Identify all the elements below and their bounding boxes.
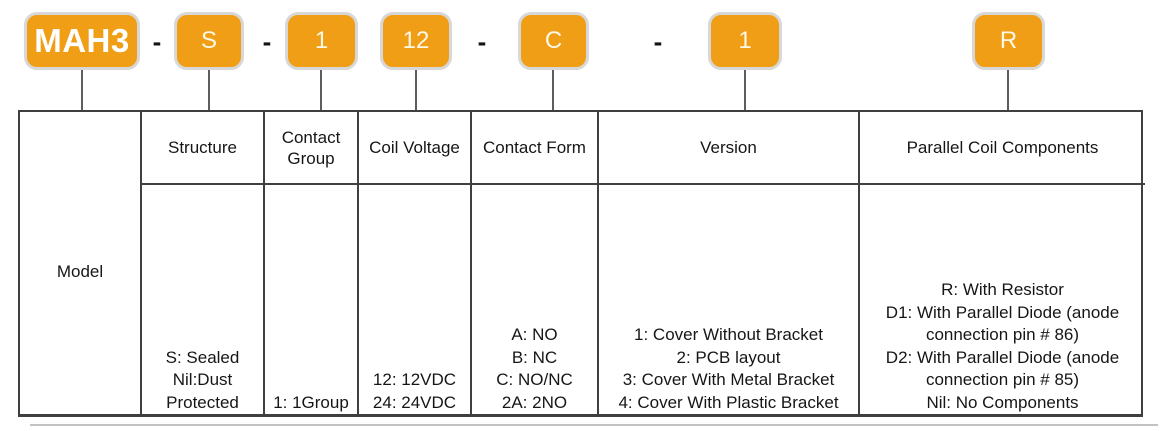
header-contact-form: Contact Form bbox=[470, 112, 597, 185]
part-code-badge-contact-form: C bbox=[518, 12, 589, 70]
header-coil-voltage: Coil Voltage bbox=[357, 112, 470, 185]
option-line: D2: With Parallel Diode (anode bbox=[885, 347, 1120, 367]
part-code-badge-model: MAH3 bbox=[24, 12, 140, 70]
header-version: Version bbox=[597, 112, 858, 185]
header-contact-group: Contact Group bbox=[263, 112, 357, 185]
part-code-badge-version: 1 bbox=[708, 12, 782, 70]
part-code-separator: - bbox=[262, 26, 272, 57]
option-line: 24: 24VDC bbox=[372, 392, 457, 412]
part-code-badge-contact-group: 1 bbox=[285, 12, 358, 70]
options-version: 1: Cover Without Bracket 2: PCB layout 3… bbox=[597, 185, 858, 414]
option-line: 1: 1Group bbox=[273, 392, 349, 412]
part-code-badge-parallel: R bbox=[972, 12, 1045, 70]
badge-label: 1 bbox=[314, 27, 329, 54]
options-parallel-coil-components: R: With Resistor D1: With Parallel Diode… bbox=[858, 185, 1145, 414]
option-line: B: NC bbox=[511, 347, 558, 367]
badge-label: MAH3 bbox=[34, 22, 130, 59]
options-contact-group: 1: 1Group bbox=[263, 185, 357, 414]
part-code-separator: - bbox=[152, 26, 162, 57]
connector-line-contact-form bbox=[552, 66, 554, 112]
option-line: S: Sealed bbox=[165, 347, 240, 367]
badge-label: 1 bbox=[738, 27, 752, 54]
option-line: R: With Resistor bbox=[941, 280, 1064, 299]
option-line: 1: Cover Without Bracket bbox=[634, 325, 823, 344]
option-line: 2A: 2NO bbox=[501, 392, 568, 412]
connector-line-version bbox=[744, 66, 746, 112]
part-code-badge-structure: S bbox=[174, 12, 244, 70]
bottom-rule bbox=[30, 424, 1158, 426]
part-code-badge-coil-voltage: 12 bbox=[380, 12, 452, 70]
option-line: Nil:Dust bbox=[172, 370, 233, 389]
model-label: Model bbox=[56, 261, 104, 281]
option-line: 3: Cover With Metal Bracket bbox=[622, 370, 835, 389]
option-line: Protected bbox=[166, 392, 239, 412]
option-line: C: NO/NC bbox=[496, 370, 573, 389]
connector-line-structure bbox=[208, 66, 210, 112]
connector-line-model bbox=[81, 66, 83, 112]
connector-line-contact-group bbox=[320, 66, 322, 112]
header-parallel: Parallel Coil Components bbox=[858, 112, 1145, 185]
part-code-separator: - bbox=[477, 26, 487, 57]
badge-label: 12 bbox=[402, 27, 430, 54]
badge-label: S bbox=[200, 27, 217, 54]
model-cell: Model bbox=[20, 112, 140, 414]
option-line: D1: With Parallel Diode (anode bbox=[885, 302, 1120, 322]
option-line: 4: Cover With Plastic Bracket bbox=[618, 392, 839, 412]
badge-label: C bbox=[544, 27, 563, 54]
option-line: A: NO bbox=[511, 325, 558, 344]
part-code-separator: - bbox=[653, 26, 663, 57]
option-line: Nil: No Components bbox=[926, 392, 1079, 412]
options-contact-form: A: NO B: NC C: NO/NC 2A: 2NO bbox=[470, 185, 597, 414]
connector-line-coil-voltage bbox=[415, 66, 417, 112]
header-structure: Structure bbox=[140, 112, 263, 185]
connector-line-parallel bbox=[1007, 66, 1009, 112]
option-line: 12: 12VDC bbox=[372, 370, 457, 389]
badge-label: R bbox=[999, 27, 1018, 54]
options-coil-voltage: 12: 12VDC 24: 24VDC bbox=[357, 185, 470, 414]
spec-table: Model Structure Contact Group Coil Volta… bbox=[18, 110, 1145, 417]
option-line: 2: PCB layout bbox=[676, 347, 781, 367]
options-structure: S: Sealed Nil:Dust Protected bbox=[140, 185, 263, 414]
option-line: connection pin # 85) bbox=[925, 370, 1080, 389]
option-line: connection pin # 86) bbox=[925, 325, 1080, 344]
